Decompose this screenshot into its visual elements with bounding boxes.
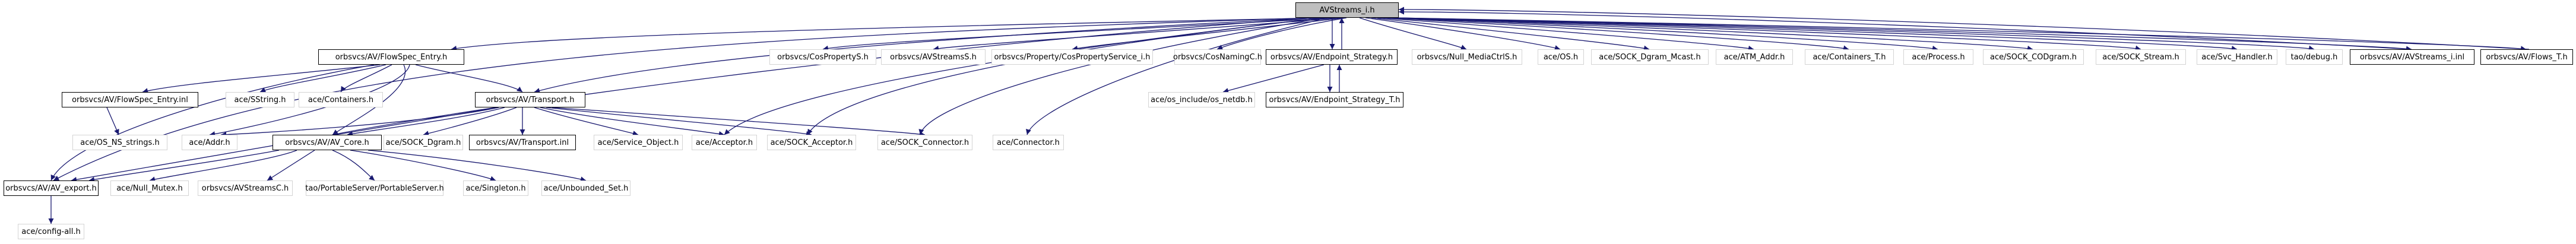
dependency-edge [332, 150, 375, 181]
node-os-netdb-h[interactable]: ace/os_include/os_netdb.h [1148, 92, 1255, 107]
dependency-edge [1398, 9, 2411, 50]
dependency-edge [259, 64, 386, 93]
node-sock-dgram-mcast-h[interactable]: ace/SOCK_Dgram_Mcast.h [1591, 49, 1709, 65]
dependency-edge [552, 107, 926, 137]
dependency-edge [540, 107, 725, 137]
node-sock-stream-h[interactable]: ace/SOCK_Stream.h [2096, 49, 2186, 65]
dependency-edge [350, 150, 496, 182]
node-avstreamss-h[interactable]: orbsvcs/AVStreamsS.h [881, 49, 986, 65]
dependency-edge [1395, 17, 2315, 51]
node-config-all-h[interactable]: ace/config-all.h [18, 224, 84, 239]
node-transport-h[interactable]: orbsvcs/AV/Transport.h [475, 92, 585, 107]
dependency-edge [1396, 17, 2412, 52]
node-null-mutex-h[interactable]: ace/Null_Mutex.h [110, 180, 189, 196]
dependency-edge [822, 17, 1336, 51]
dependency-edge [451, 17, 1330, 52]
dependency-edge [367, 150, 587, 182]
dependency-edge [1216, 17, 1347, 50]
node-atm-addr-h[interactable]: ace/ATM_Addr.h [1716, 49, 1793, 65]
node-flowspec-entry-inl[interactable]: orbsvcs/AV/FlowSpec_Entry.inl [62, 92, 198, 107]
dependency-edge [142, 64, 381, 94]
node-process-h[interactable]: ace/Process.h [1903, 49, 1973, 65]
dependency-edge [1222, 64, 1325, 94]
dependency-edge [546, 107, 812, 137]
dependency-edge [1391, 17, 2141, 51]
dependency-edge [1365, 17, 1561, 50]
node-root-avstreams-i-h[interactable]: AVStreams_i.h [1295, 2, 1399, 18]
dependency-edge [267, 150, 315, 181]
dependency-edge [106, 107, 119, 135]
node-unbounded-set-h[interactable]: ace/Unbounded_Set.h [541, 180, 630, 196]
node-tao-debug-h[interactable]: tao/debug.h [2286, 49, 2343, 65]
node-endpoint-strategy-h[interactable]: orbsvcs/AV/Endpoint_Strategy.h [1266, 49, 1398, 65]
node-flowspec-entry-h[interactable]: orbsvcs/AV/FlowSpec_Entry.h [318, 49, 464, 65]
dependency-edge [423, 107, 517, 137]
node-sock-codgram-h[interactable]: ace/SOCK_CODgram.h [1983, 49, 2084, 65]
dependency-edge [340, 64, 392, 93]
node-containers-t-h[interactable]: ace/Containers_T.h [1805, 49, 1894, 65]
node-av-core-h[interactable]: orbsvcs/AV/AV_Core.h [273, 135, 382, 150]
dependency-edge [209, 64, 410, 137]
node-os-ns-strings-h[interactable]: ace/OS_NS_strings.h [72, 135, 167, 150]
node-connector-h[interactable]: ace/Connector.h [993, 135, 1064, 150]
dependency-edge [332, 17, 1316, 137]
dependency-edge [933, 17, 1342, 51]
node-flows-t-h[interactable]: orbsvcs/AV/Flows_T.h [2480, 49, 2573, 65]
dependency-edge [918, 17, 1326, 135]
node-cospropertys-h[interactable]: orbsvcs/CosPropertyS.h [769, 49, 876, 65]
node-singleton-h[interactable]: ace/Singleton.h [463, 180, 528, 196]
dependency-edge [1072, 17, 1345, 51]
node-portableserver-h[interactable]: tao/PortableServer/PortableServer.h [305, 180, 444, 196]
node-avstreams-i-inl[interactable]: orbsvcs/AV/AVStreams_i.inl [2350, 49, 2474, 65]
dependency-edge [71, 107, 499, 182]
node-sock-connector-h[interactable]: ace/SOCK_Connector.h [877, 135, 972, 150]
dependency-edge [1377, 17, 1754, 51]
dependency-edge [53, 17, 1313, 181]
dependency-edge [534, 107, 639, 136]
node-addr-h[interactable]: ace/Addr.h [182, 135, 237, 150]
node-svc-handler-h[interactable]: ace/Svc_Handler.h [2197, 49, 2277, 65]
node-acceptor-h[interactable]: ace/Acceptor.h [692, 135, 757, 150]
node-null-mediactrls-h[interactable]: orbsvcs/Null_MediaCtrlS.h [1412, 49, 1522, 65]
node-sstring-h[interactable]: ace/SString.h [226, 92, 294, 107]
dependency-edge [88, 150, 280, 182]
node-transport-inl[interactable]: orbsvcs/AV/Transport.inl [469, 135, 576, 150]
dependency-edge [724, 17, 1322, 135]
dependency-edge [1371, 17, 1650, 51]
dependency-edge [1398, 7, 2530, 50]
dependency-edge [1393, 17, 2238, 52]
node-cosnamingc-h[interactable]: orbsvcs/CosNamingC.h [1173, 49, 1262, 65]
dependency-edge [50, 64, 375, 181]
node-cospropertyservice-i-h[interactable]: orbsvcs/Property/CosPropertyService_i.h [991, 49, 1153, 65]
node-os-h[interactable]: ace/OS.h [1538, 49, 1584, 65]
dependency-edge [415, 64, 523, 93]
node-sock-dgram-h[interactable]: ace/SOCK_Dgram.h [384, 135, 463, 150]
dependency-edge [347, 107, 505, 137]
dependency-edge [1383, 17, 1849, 51]
dependency-edge [1026, 17, 1328, 135]
node-sock-acceptor-h[interactable]: ace/SOCK_Acceptor.h [767, 135, 856, 150]
node-service-object-h[interactable]: ace/Service_Object.h [594, 135, 683, 150]
dependency-edge [1386, 17, 1938, 51]
node-avstreamsc-h[interactable]: orbsvcs/AVStreamsC.h [198, 180, 293, 196]
dependency-edge [1389, 17, 2033, 51]
node-av-export-h[interactable]: orbsvcs/AV/AV_export.h [4, 180, 99, 196]
dependency-edge [807, 17, 1323, 135]
dependency-edge [1359, 17, 1467, 50]
node-endpoint-strategy-t-h[interactable]: orbsvcs/AV/Endpoint_Strategy_T.h [1266, 92, 1403, 107]
dependency-edge [149, 150, 297, 182]
node-containers-h[interactable]: ace/Containers.h [299, 92, 383, 107]
